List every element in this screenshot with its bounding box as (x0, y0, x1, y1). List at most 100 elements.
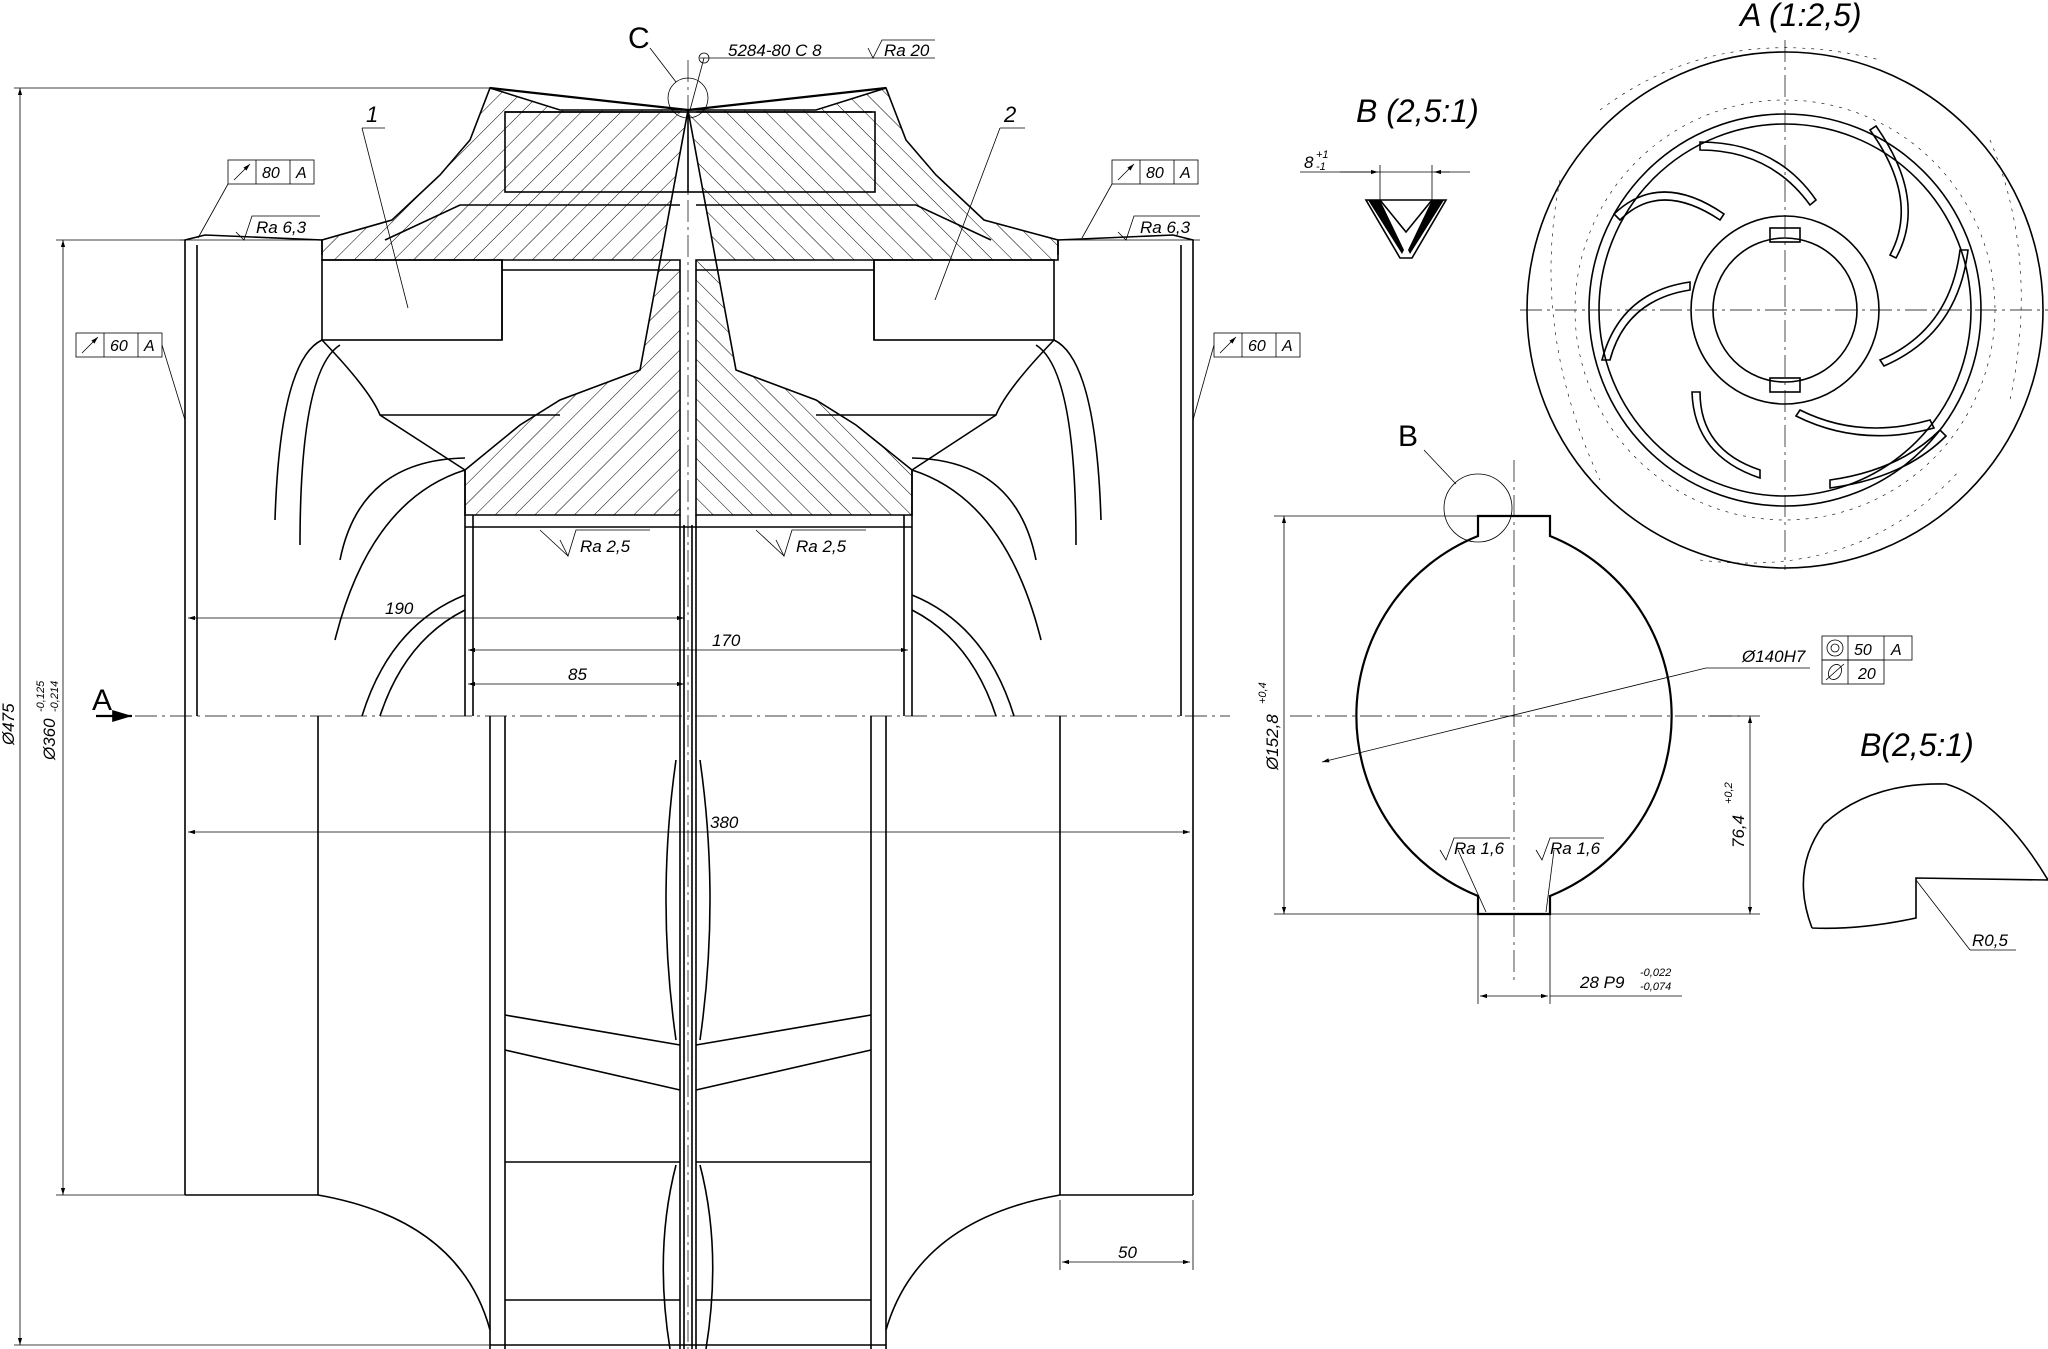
view-A-arc-2 (1550, 179, 1601, 481)
dim-380: 380 (710, 813, 739, 832)
lower-flare-right (885, 1194, 1061, 1331)
lower-vane-right (665, 759, 677, 1041)
d152-tol: +0,4 (1257, 682, 1269, 704)
b8-upper: +1 (1316, 149, 1329, 161)
tolerance-frame: 50 A 20 (1821, 635, 1913, 685)
blade-curve-left-5 (361, 594, 466, 717)
main-view: 1 2 C 5284-80 C 8 Ra 20 Ra 6,3 Ra 6,3 80… (0, 22, 1301, 1349)
top-cover-outline (489, 86, 887, 112)
view-B-lower-title: B(2,5:1) (1860, 727, 1974, 763)
dim-475: Ø475 (0, 703, 18, 746)
blade-curve-left-1 (274, 339, 323, 521)
lower-blade-left-2 (504, 1049, 681, 1091)
callout-B-circle (1443, 473, 1513, 543)
r05-leader (1915, 879, 1971, 951)
b-weld-fill (1368, 200, 1404, 254)
view-A-blade-4 (1794, 408, 1936, 437)
runout-top-left-value: 80 (262, 165, 280, 182)
view-A-keyway-top (1769, 227, 1801, 243)
view-A-keyway-bottom (1769, 377, 1801, 393)
inner-cone-right (696, 204, 992, 241)
runout-frame-top-left: 80 A (197, 159, 315, 239)
view-A-arc-1 (1599, 47, 1881, 111)
view-A-arc-4 (1989, 139, 2022, 401)
b-detail-profile (1802, 783, 2048, 930)
weld-leader (689, 57, 705, 111)
view-A-blade-1 (1699, 141, 1818, 207)
dim-360-lower: -0,214 (49, 681, 61, 712)
view-A-shroud-inner (1598, 123, 1972, 497)
dim-360-upper: -0,125 (35, 680, 47, 712)
runout-mid-left-datum: A (143, 338, 155, 355)
leader-part-2 (934, 127, 1001, 301)
weld-spec: 5284-80 C 8 (728, 41, 822, 60)
blade-curve-right-5 (911, 594, 1015, 717)
runout-mid-right-value: 60 (1248, 338, 1266, 355)
hub-section-view: B Ø152,8 +0,4 76,4 +0,2 Ø140H7 50 A (1257, 420, 1913, 1004)
lower-blade-right-2 (695, 1049, 872, 1091)
k28-upper: -0,022 (1640, 967, 1671, 979)
d152-value: Ø152,8 (1263, 714, 1282, 771)
ra20-label: Ra 20 (884, 41, 930, 60)
callout-C-leader (649, 47, 677, 83)
ra16-left-label: Ra 1,6 (1454, 839, 1505, 858)
dim-360: Ø360 (40, 718, 59, 761)
hub-section-hatch-right (687, 87, 1059, 516)
channel-rect-left (321, 259, 503, 341)
runout-mid-left-value: 60 (110, 338, 128, 355)
ra25-right-label: Ra 2,5 (796, 537, 847, 556)
blade-curve-left-4 (334, 469, 466, 641)
dim-190: 190 (385, 599, 414, 618)
tol-concentricity-datum: A (1890, 642, 1902, 659)
lower-blade-left (504, 1014, 681, 1046)
ra63-right-symbol (1117, 215, 1200, 241)
b-weld-inner (1379, 199, 1433, 234)
blade-curve-right-1 (1053, 339, 1102, 521)
view-A-blade-8 (1829, 428, 1948, 489)
ra25-right-symbol (775, 529, 866, 558)
blade-curve-right-3 (911, 457, 1037, 561)
tol-concentricity-value: 50 (1854, 642, 1872, 659)
dim-85: 85 (568, 665, 587, 684)
channel-rect-right (873, 259, 1055, 341)
blade-curve-right-6 (911, 609, 997, 717)
view-A-outer-circle (1526, 51, 2044, 569)
view-B-small: B (2,5:1) 8 +1 -1 (1300, 93, 1479, 259)
runout-frame-mid-left: 60 A (75, 332, 186, 421)
runout-top-right-datum: A (1179, 165, 1191, 182)
d140-leader (1321, 667, 1707, 763)
ra16-right-leader (1545, 849, 1555, 913)
blade-curve-right-2 (1035, 344, 1077, 546)
view-A-blade-2 (1868, 124, 1909, 260)
right-outer-wall (1057, 234, 1194, 1195)
dim-170: 170 (712, 631, 741, 650)
section-A-label: A (92, 684, 112, 717)
d76-value: 76,4 (1729, 815, 1748, 848)
ra63-left-label: Ra 6,3 (256, 218, 307, 237)
dim-50: 50 (1118, 1243, 1137, 1262)
lower-blade-right (695, 1014, 872, 1046)
left-outer-wall (184, 234, 323, 1195)
ra63-right-label: Ra 6,3 (1140, 218, 1191, 237)
b8-value: 8 (1304, 153, 1314, 172)
d140-label: Ø140H7 (1741, 647, 1806, 666)
part-label-1: 1 (366, 102, 378, 127)
view-B-lower: B(2,5:1) R0,5 (1802, 727, 2048, 951)
runout-mid-right-datum: A (1281, 338, 1293, 355)
runout-frame-top-right: 80 A (1081, 159, 1199, 239)
ra16-left-leader (1457, 849, 1487, 913)
view-A-blade-6 (1600, 281, 1691, 361)
runout-top-right-value: 80 (1146, 165, 1164, 182)
leader-part-1 (361, 127, 409, 309)
ra16-right-symbol (1535, 837, 1604, 861)
view-A-title: A (1:2,5) (1738, 0, 1862, 33)
callout-C-label: C (628, 22, 650, 55)
top-window-left (504, 111, 876, 193)
view-A-blade-5 (1691, 391, 1761, 480)
k28-lower: -0,074 (1640, 981, 1671, 993)
lower-vane-right-b (662, 1164, 677, 1349)
view-A-shroud-outer (1588, 113, 1982, 507)
runout-frame-mid-right: 60 A (1192, 332, 1301, 421)
k28-label: 28 P9 (1579, 973, 1625, 992)
